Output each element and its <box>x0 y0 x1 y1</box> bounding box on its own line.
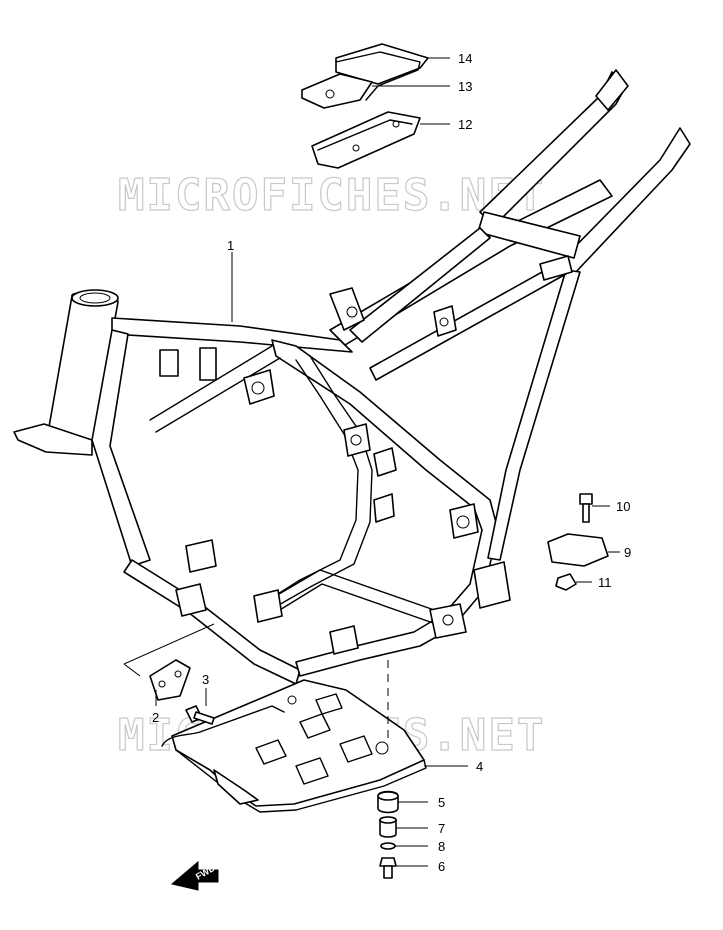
bolt-part-3 <box>185 705 215 725</box>
callout-labels: 1 2 3 4 5 6 7 8 9 10 11 12 13 14 <box>152 51 631 874</box>
mount-parts-9-11 <box>547 493 609 591</box>
callout-14: 14 <box>458 51 472 66</box>
callout-9: 9 <box>624 545 631 560</box>
callout-13: 13 <box>458 79 472 94</box>
fwd-arrow-icon: FWD <box>170 860 219 891</box>
callout-4: 4 <box>476 759 483 774</box>
callout-1: 1 <box>227 238 234 253</box>
callout-3: 3 <box>202 672 209 687</box>
callout-10: 10 <box>616 499 630 514</box>
hardware-stack-5-8 <box>377 790 399 879</box>
main-frame <box>13 69 691 685</box>
callout-8: 8 <box>438 839 445 854</box>
leader-lines <box>123 57 620 867</box>
bracket-part-2 <box>149 659 191 701</box>
callout-12: 12 <box>458 117 472 132</box>
callout-2: 2 <box>152 710 159 725</box>
watermark-top: MICROFICHES.NET <box>118 170 545 221</box>
callout-11: 11 <box>598 575 612 590</box>
callout-5: 5 <box>438 795 445 810</box>
seat-parts-12-14 <box>301 43 429 169</box>
skid-plate <box>161 679 427 813</box>
callout-7: 7 <box>438 821 445 836</box>
callout-6: 6 <box>438 859 445 874</box>
